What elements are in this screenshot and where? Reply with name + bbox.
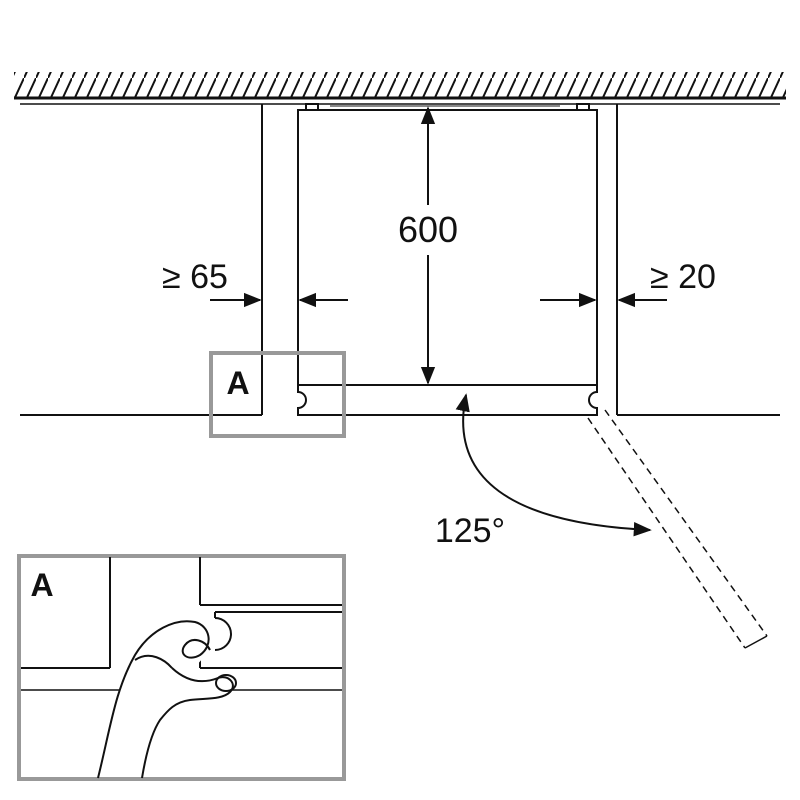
left-clearance-dimension: ≥ 65: [162, 258, 348, 308]
detail-marker-a: A: [209, 351, 346, 438]
right-clearance-label: ≥ 20: [650, 258, 716, 296]
ceiling: [14, 72, 786, 105]
door-angle-label: 125°: [435, 512, 505, 550]
open-door-outline: [587, 409, 768, 649]
left-clearance-label: ≥ 65: [162, 258, 228, 296]
right-clearance-dimension: ≥ 20: [540, 258, 716, 308]
inset-label: A: [30, 567, 53, 603]
detail-inset: A: [17, 554, 346, 781]
height-label: 600: [398, 209, 458, 250]
height-dimension: 600: [398, 106, 458, 385]
detail-marker-label: A: [226, 365, 249, 401]
left-cabinet: [20, 104, 263, 416]
door-angle-dimension: 125°: [435, 393, 652, 550]
